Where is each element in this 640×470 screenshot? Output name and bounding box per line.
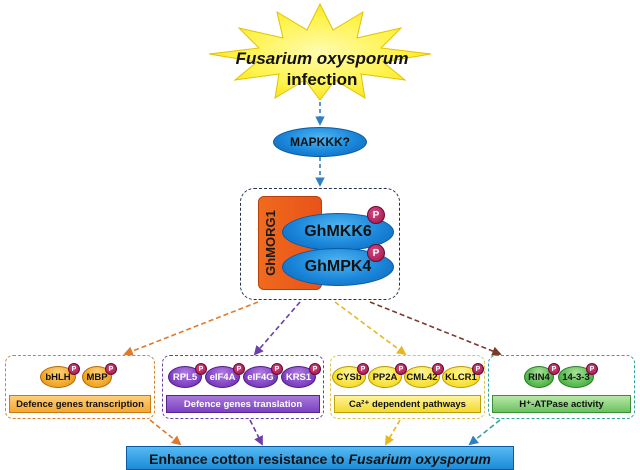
arrow-complex-to-atpase xyxy=(369,301,502,356)
arrow-complex-to-translation xyxy=(253,301,301,356)
node-mbp: MBP xyxy=(82,366,112,388)
group-atpase xyxy=(488,355,635,419)
arrow-atpase-to-outcome xyxy=(468,419,501,446)
group-translation xyxy=(162,355,324,419)
node-pp2a: PP2A xyxy=(368,366,402,388)
phospho-badge-krs1: P xyxy=(309,363,321,375)
pathogen-name: Fusarium oxysporum xyxy=(235,49,409,68)
phospho-badge-rpl5: P xyxy=(195,363,207,375)
mapkkk-label: MAPKKK? xyxy=(290,135,350,149)
phospho-badge-eif4g: P xyxy=(271,363,283,375)
phospho-badge-ghmkk6: P xyxy=(367,206,385,224)
label-transcription: Defence genes transcription xyxy=(9,395,151,413)
phospho-badge-eif4a: P xyxy=(233,363,245,375)
complex-box xyxy=(240,188,400,300)
phospho-badge-ghmpk4: P xyxy=(367,244,385,262)
node-eif4g: eIF4G xyxy=(243,366,278,388)
label-calcium: Ca²⁺ dependent pathways xyxy=(334,395,481,413)
group-calcium xyxy=(330,355,485,419)
node-eif4a: eIF4A xyxy=(205,366,240,388)
phospho-badge-14-3-3: P xyxy=(586,363,598,375)
label-translation: Defence genes translation xyxy=(166,395,320,413)
group-transcription xyxy=(5,355,155,419)
node-klcr1: KLCR1 xyxy=(442,366,480,388)
node-rpl5: RPL5 xyxy=(168,366,202,388)
outcome-bar: Enhance cotton resistance to Fusarium ox… xyxy=(126,446,514,470)
node-krs1: KRS1 xyxy=(281,366,316,388)
arrow-complex-to-transcription xyxy=(123,301,259,356)
phospho-badge-pp2a: P xyxy=(395,363,407,375)
label-atpase: H⁺-ATPase activity xyxy=(492,395,631,413)
ghmkk6-label: GhMKK6 xyxy=(304,223,372,240)
phospho-badge-cysb: P xyxy=(357,363,369,375)
mapkkk-node: MAPKKK? xyxy=(273,127,367,157)
phospho-badge-bhlh: P xyxy=(68,363,80,375)
phospho-badge-klcr1: P xyxy=(472,363,484,375)
infection-label: Fusarium oxysporum infection xyxy=(222,48,422,90)
arrow-complex-to-calcium xyxy=(334,301,407,356)
infection-word: infection xyxy=(286,70,358,89)
node-14-3-3: 14-3-3 xyxy=(558,366,594,388)
outcome-prefix: Enhance cotton resistance to xyxy=(149,451,345,467)
phospho-badge-cml42: P xyxy=(432,363,444,375)
outcome-pathogen: Fusarium oxysporum xyxy=(348,451,491,467)
arrow-translation-to-outcome xyxy=(249,419,263,446)
node-rin4: RIN4 xyxy=(524,366,554,388)
phospho-badge-mbp: P xyxy=(105,363,117,375)
arrow-calcium-to-outcome xyxy=(385,419,401,446)
node-bhlh: bHLH xyxy=(40,366,76,388)
arrow-transcription-to-outcome xyxy=(149,419,182,446)
ghmpk4-label: GhMPK4 xyxy=(304,258,372,275)
node-cml42: CML42 xyxy=(404,366,440,388)
ghmorg1-label: GhMORG1 xyxy=(263,210,278,276)
infection-star-shape xyxy=(208,2,432,101)
phospho-badge-rin4: P xyxy=(548,363,560,375)
